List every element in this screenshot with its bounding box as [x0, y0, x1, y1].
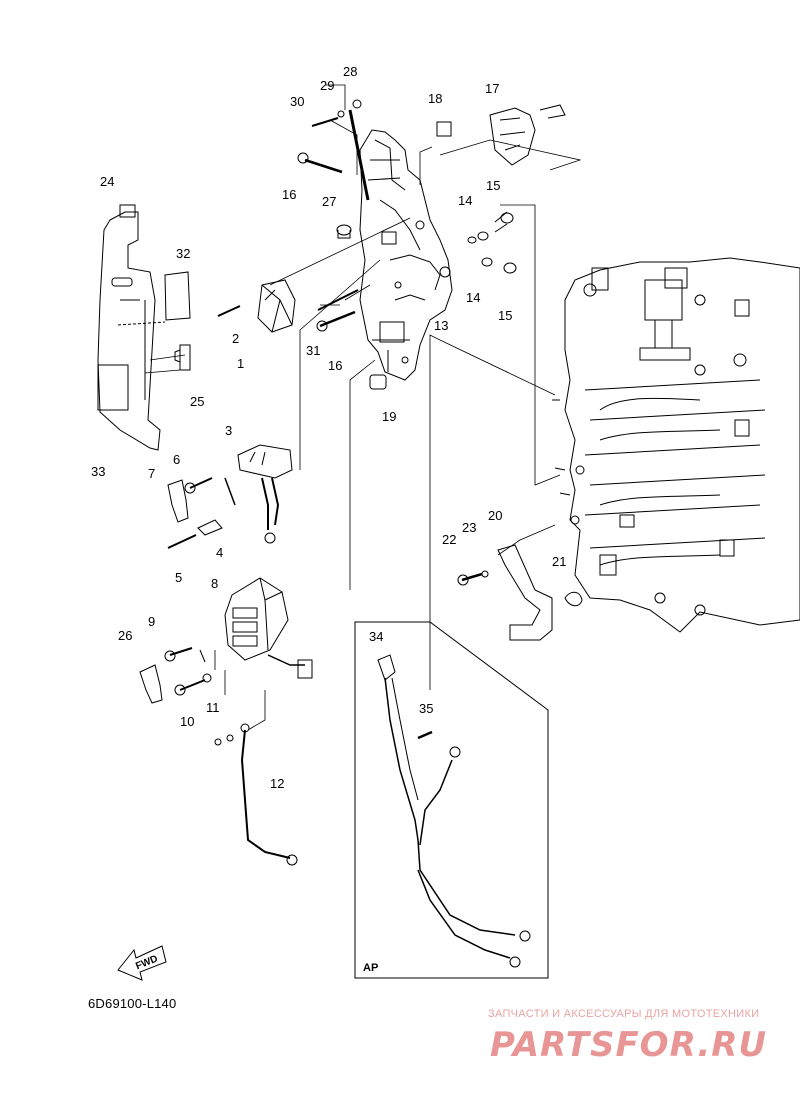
callout-19: 19 — [382, 409, 396, 424]
relay-1 — [217, 279, 296, 333]
lead-12 — [214, 723, 298, 866]
callout-18: 18 — [428, 91, 442, 106]
drawing-code: 6D69100-L140 — [88, 996, 177, 1011]
bracket-20 — [457, 544, 583, 641]
callout-14b: 14 — [466, 290, 480, 305]
small-parts-top — [297, 99, 566, 390]
clip-25 — [174, 344, 191, 371]
cdi-unit-8 — [164, 577, 313, 696]
label-32 — [117, 271, 191, 326]
callout-15b: 15 — [498, 308, 512, 323]
callout-27: 27 — [322, 194, 336, 209]
callout-10: 10 — [180, 714, 194, 729]
cap-7 — [167, 479, 189, 523]
callout-25: 25 — [190, 394, 204, 409]
callout-29: 29 — [320, 78, 334, 93]
callout-6: 6 — [173, 452, 180, 467]
callout-2: 2 — [232, 331, 239, 346]
fwd-arrow-icon — [117, 945, 167, 981]
callout-32: 32 — [176, 246, 190, 261]
callout-16: 16 — [282, 187, 296, 202]
callout-4: 4 — [216, 545, 223, 560]
watermark-logo: PARTSFOR.RU — [490, 1025, 767, 1065]
callout-21: 21 — [552, 554, 566, 569]
callout-5: 5 — [175, 570, 182, 585]
callout-34: 34 — [369, 629, 383, 644]
callout-28: 28 — [343, 64, 357, 79]
callout-15: 15 — [486, 178, 500, 193]
callout-7: 7 — [148, 466, 155, 481]
clamp-4 — [167, 519, 223, 549]
callout-20: 20 — [488, 508, 502, 523]
cap-26 — [139, 664, 163, 704]
ap-label: AP — [363, 962, 378, 974]
callout-11: 11 — [206, 700, 220, 715]
svg-text:PARTSFOR.RU: PARTSFOR.RU — [490, 1025, 767, 1065]
callout-17: 17 — [485, 81, 499, 96]
engine-block — [552, 257, 800, 633]
callout-26: 26 — [118, 628, 132, 643]
ap-box — [354, 621, 549, 979]
callout-22: 22 — [442, 532, 456, 547]
coil-3 — [184, 444, 293, 544]
callout-30: 30 — [290, 94, 304, 109]
callout-24: 24 — [100, 174, 114, 189]
callout-13: 13 — [434, 318, 448, 333]
callout-35: 35 — [419, 701, 433, 716]
callout-numbers: 28 29 30 16 27 18 17 15 14 14 15 24 32 2… — [91, 64, 566, 974]
leader-lines — [144, 84, 582, 731]
callout-31: 31 — [306, 343, 320, 358]
callout-8: 8 — [211, 576, 218, 591]
watermark-tagline: ЗАПЧАСТИ И АКСЕССУАРЫ ДЛЯ МОТОТЕХНИКИ — [488, 1008, 760, 1020]
bracket-13 — [359, 129, 453, 381]
callout-12: 12 — [270, 776, 284, 791]
callout-23: 23 — [462, 520, 476, 535]
callout-1: 1 — [237, 356, 244, 371]
callout-14: 14 — [458, 193, 472, 208]
callout-9: 9 — [148, 614, 155, 629]
callout-33: 33 — [91, 464, 105, 479]
callout-3: 3 — [225, 423, 232, 438]
callout-16b: 16 — [328, 358, 342, 373]
cover-33 — [97, 204, 161, 451]
